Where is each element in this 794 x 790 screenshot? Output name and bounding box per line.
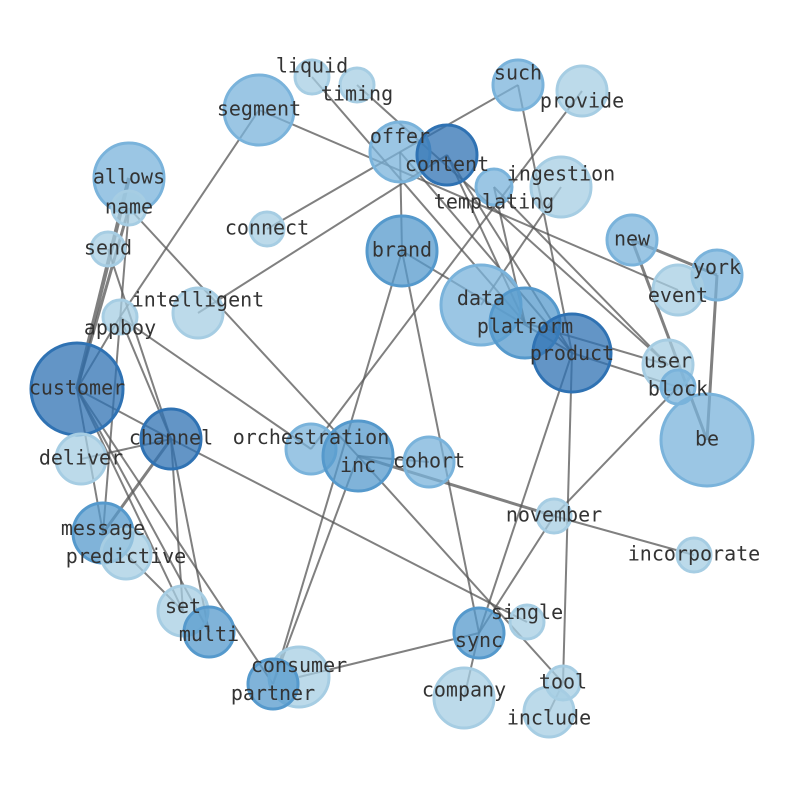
node-label-predictive: predictive	[66, 544, 186, 568]
node-timing[interactable]	[338, 66, 376, 104]
node-label-provide: provide	[540, 89, 624, 113]
node-send[interactable]	[89, 230, 127, 268]
edge-templating-user	[493, 186, 669, 366]
node-label-set: set	[165, 594, 201, 618]
nodes-layer	[29, 58, 755, 739]
node-label-be: be	[695, 427, 719, 451]
node-intelligent[interactable]	[171, 286, 225, 340]
node-label-connect: connect	[225, 216, 309, 240]
node-label-sync: sync	[455, 628, 503, 652]
node-label-data: data	[457, 286, 505, 310]
node-label-timing: timing	[321, 82, 393, 106]
node-label-brand: brand	[372, 238, 432, 262]
node-label-customer: customer	[29, 376, 125, 400]
node-channel[interactable]	[139, 407, 203, 471]
edge-appboy-segment	[119, 109, 260, 318]
node-provide[interactable]	[555, 64, 609, 118]
node-name[interactable]	[110, 189, 148, 227]
node-label-november: november	[506, 503, 602, 527]
labels-layer: liquid timing segment such provide offer conte…	[29, 54, 760, 730]
edge-customer-partner	[76, 388, 274, 685]
edge-product-sync	[478, 352, 573, 634]
edge-name-inc	[128, 207, 359, 457]
node-label-allows: allows	[93, 165, 165, 189]
edge-send-channel	[107, 248, 172, 440]
node-predictive[interactable]	[99, 527, 153, 581]
node-label-partner: partner	[231, 681, 315, 705]
node-label-product: product	[530, 341, 614, 365]
node-label-deliver: deliver	[39, 446, 123, 470]
node-sync[interactable]	[452, 606, 506, 660]
node-templating[interactable]	[474, 167, 514, 207]
node-deliver[interactable]	[54, 432, 108, 486]
node-label-segment: segment	[217, 97, 301, 121]
node-label-name: name	[105, 195, 153, 219]
node-label-consumer: consumer	[251, 653, 347, 677]
node-incorporate[interactable]	[675, 536, 713, 574]
node-label-tool: tool	[539, 670, 587, 694]
node-label-channel: channel	[129, 426, 213, 450]
edge-inc-partner	[272, 455, 359, 685]
node-label-new: new	[614, 227, 651, 251]
node-label-company: company	[422, 678, 506, 702]
node-label-multi: multi	[179, 622, 239, 646]
node-event[interactable]	[651, 263, 705, 317]
node-product[interactable]	[531, 312, 613, 394]
node-november[interactable]	[535, 497, 573, 535]
edge-channel-single	[170, 438, 528, 623]
node-label-templating: templating	[434, 190, 554, 214]
node-inc[interactable]	[321, 419, 395, 493]
node-label-such: such	[494, 61, 542, 85]
node-such[interactable]	[491, 58, 545, 112]
node-label-york: york	[693, 255, 741, 279]
node-appboy[interactable]	[101, 298, 139, 336]
edge-block-november	[553, 386, 679, 517]
node-label-orchestration: orchestration	[233, 425, 390, 449]
node-label-message: message	[61, 516, 145, 540]
node-label-event: event	[648, 283, 708, 307]
node-label-appboy: appboy	[84, 316, 156, 340]
node-be[interactable]	[659, 392, 755, 488]
node-company[interactable]	[432, 666, 496, 730]
node-label-send: send	[84, 236, 132, 260]
edge-such-product	[517, 84, 573, 354]
node-label-single: single	[491, 600, 563, 624]
node-liquid[interactable]	[293, 58, 331, 96]
node-connect[interactable]	[248, 210, 286, 248]
node-segment[interactable]	[222, 73, 296, 147]
node-label-content: content	[405, 152, 489, 176]
node-label-liquid: liquid	[276, 54, 348, 78]
node-label-intelligent: intelligent	[132, 288, 264, 312]
node-new[interactable]	[605, 213, 659, 267]
node-label-block: block	[648, 377, 708, 401]
node-label-ingestion: ingestion	[507, 162, 615, 186]
edge-provide-orchestration	[310, 90, 583, 450]
edge-inc-tool	[357, 455, 564, 684]
node-include[interactable]	[522, 685, 576, 739]
node-label-platform: platform	[477, 314, 573, 338]
node-brand[interactable]	[365, 214, 439, 288]
edge-november-incorporate	[553, 515, 695, 556]
node-content[interactable]	[415, 123, 479, 187]
node-partner[interactable]	[246, 657, 300, 711]
node-label-incorporate: incorporate	[628, 542, 760, 566]
node-ingestion[interactable]	[529, 155, 593, 219]
node-multi[interactable]	[182, 605, 236, 659]
node-label-cohort: cohort	[393, 449, 465, 473]
node-label-offer: offer	[370, 124, 430, 148]
node-label-inc: inc	[340, 453, 376, 477]
edge-appboy-orchestration	[119, 316, 312, 450]
node-label-include: include	[507, 706, 591, 730]
node-single[interactable]	[508, 603, 546, 641]
node-cohort[interactable]	[402, 435, 456, 489]
node-label-user: user	[644, 349, 692, 373]
